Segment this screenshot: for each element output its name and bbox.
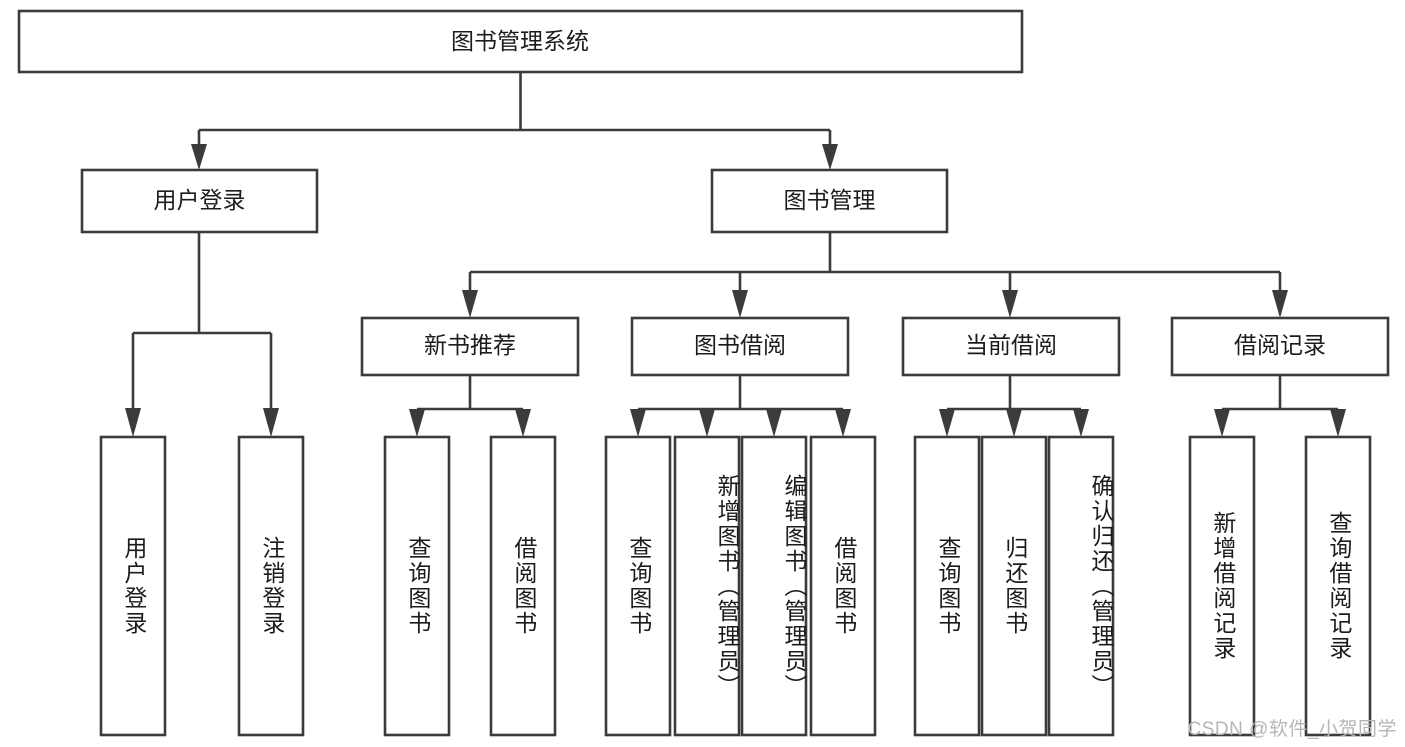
arrowhead-query-book-2 <box>630 409 646 437</box>
node-root[interactable]: 图书管理系统 <box>17 9 1024 74</box>
leaf-boxes-user-login <box>99 435 305 737</box>
node-root-label: 图书管理系统 <box>451 28 589 54</box>
leaf-box-query-record[interactable] <box>1304 435 1372 737</box>
arrowhead-query-book-3 <box>939 409 955 437</box>
csdn-watermark: CSDN @软件_小贺同学 <box>1187 719 1397 740</box>
arrowhead-borrow-book-1 <box>515 409 531 437</box>
node-user-login-box[interactable] <box>80 168 319 234</box>
node-book-borrow-label: 图书借阅 <box>694 332 786 358</box>
leaf-boxes-current-borrow <box>913 435 1115 737</box>
arrowhead-book-management <box>822 144 838 170</box>
node-user-login[interactable]: 用户登录 <box>80 168 319 234</box>
node-current-borrow[interactable]: 当前借阅 <box>901 316 1121 377</box>
arrowhead-confirm-return <box>1073 409 1089 437</box>
node-book-borrow-box[interactable] <box>630 316 850 377</box>
leaf-boxes-book-borrow <box>604 435 877 737</box>
arrowhead-borrow-record <box>1272 290 1288 318</box>
leaf-box-query-book-2[interactable] <box>604 435 672 737</box>
arrowhead-add-record <box>1214 409 1230 437</box>
arrowhead-edit-book <box>766 409 782 437</box>
node-user-login-label: 用户登录 <box>154 187 246 213</box>
leaf-box-user-login[interactable] <box>99 435 167 737</box>
leaf-boxes-new-book-recommend <box>383 435 557 737</box>
node-new-book-recommend-box[interactable] <box>360 316 580 377</box>
node-book-borrow[interactable]: 图书借阅 <box>630 316 850 377</box>
leaf-box-borrow-book-2[interactable] <box>809 435 877 737</box>
arrowhead-leaf-user-login <box>125 408 141 437</box>
arrowhead-book-borrow <box>732 290 748 318</box>
node-book-management-label: 图书管理 <box>784 187 876 213</box>
leaf-box-add-book[interactable] <box>673 435 741 737</box>
arrowhead-borrow-book-2 <box>835 409 851 437</box>
leaf-box-query-book-3[interactable] <box>913 435 981 737</box>
arrowhead-current-borrow <box>1002 290 1018 318</box>
node-new-book-recommend-label: 新书推荐 <box>424 332 516 358</box>
arrowhead-query-record <box>1330 409 1346 437</box>
node-current-borrow-box[interactable] <box>901 316 1121 377</box>
leaf-box-user-logout[interactable] <box>237 435 305 737</box>
leaf-box-return-book[interactable] <box>980 435 1048 737</box>
leaf-box-confirm-return[interactable] <box>1047 435 1115 737</box>
arrowhead-leaf-user-logout <box>263 408 279 437</box>
leaf-box-edit-book[interactable] <box>740 435 808 737</box>
node-current-borrow-label: 当前借阅 <box>965 332 1057 358</box>
connector-group-book-management <box>462 232 1288 318</box>
node-borrow-record[interactable]: 借阅记录 <box>1170 316 1390 377</box>
arrowhead-add-book <box>699 409 715 437</box>
arrowhead-query-book-1 <box>409 409 425 437</box>
arrowhead-return-book <box>1006 409 1022 437</box>
leaf-box-query-book-1[interactable] <box>383 435 451 737</box>
node-new-book-recommend[interactable]: 新书推荐 <box>360 316 580 377</box>
node-borrow-record-label: 借阅记录 <box>1234 332 1326 358</box>
node-root-box[interactable] <box>17 9 1024 74</box>
connector-group-new-book-recommend <box>409 375 531 437</box>
arrowhead-new-book-recommend <box>462 290 478 318</box>
connector-group-current-borrow <box>939 375 1089 437</box>
node-book-management[interactable]: 图书管理 <box>710 168 949 234</box>
node-book-management-box[interactable] <box>710 168 949 234</box>
arrowhead-user-login <box>191 144 207 170</box>
node-borrow-record-box[interactable] <box>1170 316 1390 377</box>
connector-group-root <box>191 72 838 170</box>
leaf-boxes-borrow-record <box>1188 435 1372 737</box>
leaf-box-borrow-book-1[interactable] <box>489 435 557 737</box>
connector-group-user-login <box>125 232 279 437</box>
leaf-box-add-record[interactable] <box>1188 435 1256 737</box>
connector-group-book-borrow <box>630 375 851 437</box>
connector-group-borrow-record <box>1214 375 1346 437</box>
